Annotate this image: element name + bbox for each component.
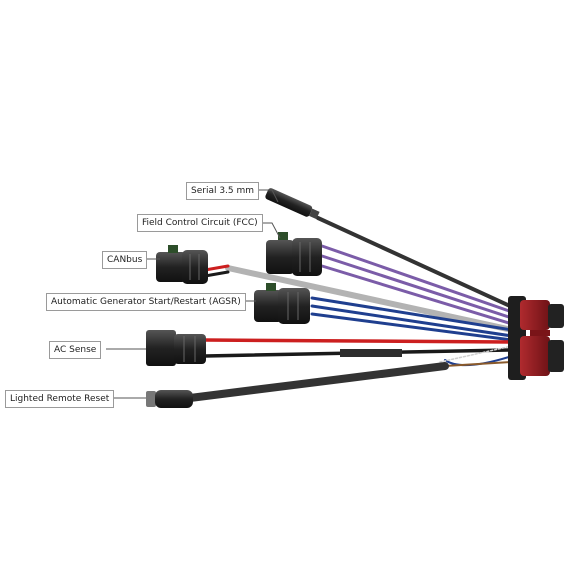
lighted-reset-label: Lighted Remote Reset xyxy=(5,390,115,408)
canbus-cable xyxy=(225,265,515,333)
agsr-wire-1 xyxy=(310,296,514,332)
agsr-wire-3 xyxy=(310,312,514,342)
canbus-black-stub xyxy=(203,270,230,278)
fcc-wire-1 xyxy=(320,244,514,314)
ac-sense-label: AC Sense xyxy=(49,341,102,359)
serial-label: Serial 3.5 mm xyxy=(186,182,260,200)
ac-sense-connector xyxy=(146,330,206,366)
main-connector xyxy=(508,296,564,380)
canbus-label: CANbus xyxy=(102,251,148,269)
serial-plug xyxy=(265,188,320,220)
fcc-connector xyxy=(266,232,322,276)
fcc-wire-2 xyxy=(320,254,514,320)
agsr-connector xyxy=(254,283,310,324)
lighted-reset-plug xyxy=(146,390,193,408)
brown-wire xyxy=(444,361,513,367)
serial-cable xyxy=(316,216,512,308)
fcc-label: Field Control Circuit (FCC) xyxy=(137,214,263,232)
ac-red-wire xyxy=(203,338,514,344)
canbus-connector xyxy=(156,245,208,284)
wires xyxy=(186,216,515,402)
lighted-reset-cable xyxy=(186,362,449,402)
heat-shrink-sleeve xyxy=(340,349,402,357)
canbus-red-stub xyxy=(203,264,230,272)
agsr-wire-2 xyxy=(310,304,514,338)
white-wire xyxy=(439,345,513,363)
fcc-wire-3 xyxy=(320,264,514,326)
agsr-label: Automatic Generator Start/Restart (AGSR) xyxy=(46,293,246,311)
